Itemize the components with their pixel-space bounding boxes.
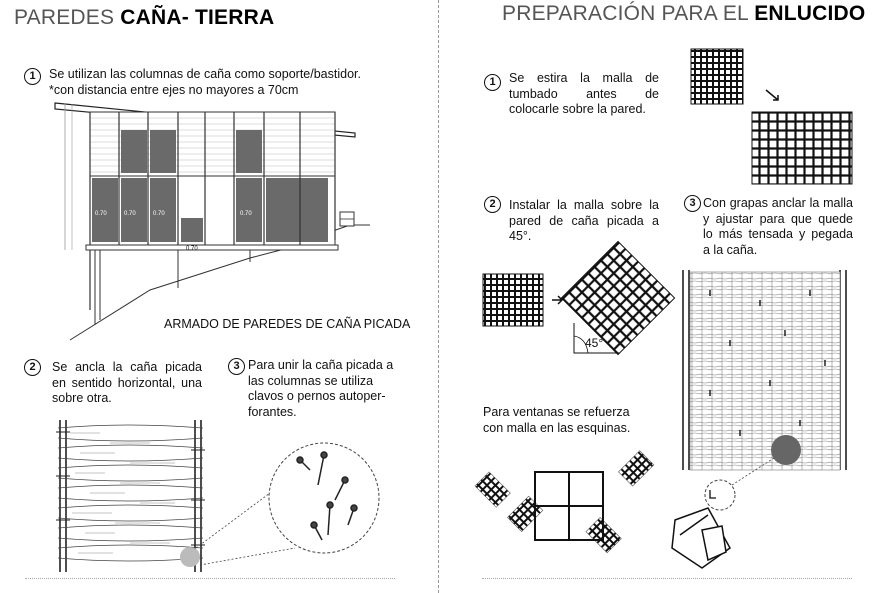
dimension-label: 0.70 bbox=[240, 211, 252, 217]
dimension-label: 0.70 bbox=[186, 246, 198, 252]
footer-dotted-line bbox=[482, 578, 852, 579]
page-divider bbox=[438, 0, 439, 593]
step-3-number: 3 bbox=[228, 358, 245, 375]
mesh-illustrations bbox=[474, 48, 853, 569]
left-step-2-text: Se ancla la caña picada en sentido horiz… bbox=[52, 360, 202, 405]
step-1-number: 1 bbox=[24, 68, 41, 85]
dimension-label: 0.70 bbox=[124, 211, 136, 217]
right-step-2-text: Instalar la malla sobre la pared de caña… bbox=[509, 198, 659, 243]
cana-picada-wall-drawing bbox=[56, 420, 380, 572]
step-1-number: 1 bbox=[484, 74, 501, 91]
windows-note: Para ventanas se refuerza con malla en l… bbox=[483, 405, 631, 435]
step-2-number: 2 bbox=[24, 359, 41, 376]
left-step-1-text: Se utilizan las columnas de caña como so… bbox=[49, 67, 361, 97]
left-step-3-text: Para unir la caña picada a las columnas … bbox=[248, 358, 394, 419]
left-page-title: PAREDES CAÑA- TIERRA bbox=[14, 6, 275, 29]
angle-label: 45° bbox=[585, 336, 604, 350]
footer-dotted-line bbox=[25, 578, 395, 579]
step-2-number: 2 bbox=[484, 196, 501, 213]
house-elevation-drawing bbox=[54, 102, 370, 341]
dimension-label: 0.70 bbox=[95, 211, 107, 217]
right-step-3-text: Con grapas anclar la malla y ajustar par… bbox=[703, 196, 853, 257]
dimension-label: 0.70 bbox=[153, 211, 165, 217]
step-3-number: 3 bbox=[684, 195, 701, 212]
right-page-title: PREPARACIÓN PARA EL ENLUCIDO bbox=[502, 2, 866, 25]
elevation-caption: ARMADO DE PAREDES DE CAÑA PICADA bbox=[164, 317, 411, 331]
right-step-1-text: Se estira la malla de tumbado antes de c… bbox=[509, 71, 659, 116]
